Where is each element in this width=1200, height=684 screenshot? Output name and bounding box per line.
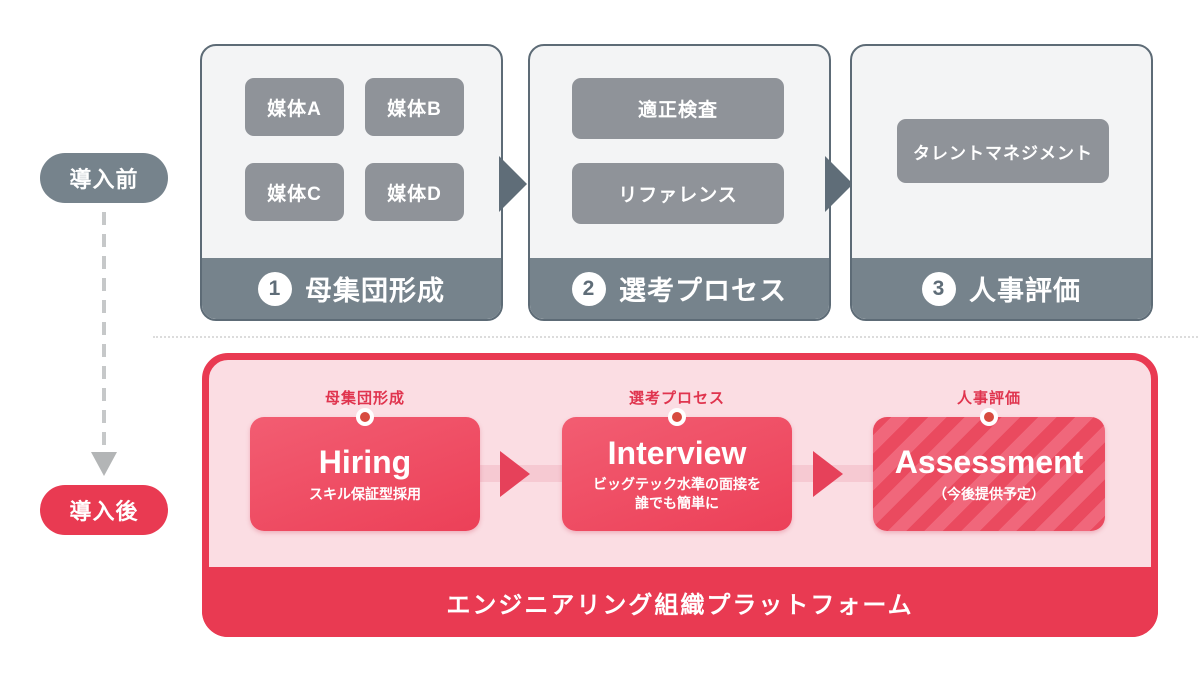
card-footer: 3 人事評価: [852, 258, 1151, 319]
card-body: 媒体A 媒体B 媒体C 媒体D: [202, 46, 501, 258]
category-label-selection: 選考プロセス: [628, 390, 725, 407]
reference-chip: リファレンス: [572, 163, 784, 224]
card-footer: 1 母集団形成: [202, 258, 501, 319]
section-divider: [153, 336, 1198, 338]
arrow-down-icon: [91, 452, 117, 476]
pin-dot-icon: [980, 408, 998, 426]
card-footer: 2 選考プロセス: [530, 258, 829, 319]
before-card-evaluation: タレントマネジメント 3 人事評価: [850, 44, 1153, 321]
step-number-badge: 2: [572, 271, 606, 306]
aptitude-test-chip: 適正検査: [572, 78, 784, 139]
step-number-badge: 1: [258, 271, 292, 306]
category-label-population: 母集団形成: [324, 390, 405, 407]
step-subtitle: スキル保証型採用: [309, 485, 421, 502]
media-d-chip: 媒体D: [365, 163, 464, 221]
step-title: Assessment: [894, 444, 1084, 481]
interview-step-box: Interview ビッグテック水準の面接を 誰でも簡単に: [562, 417, 792, 531]
step-title: Interview: [607, 435, 747, 472]
arrow-right-icon: [500, 451, 530, 497]
step-subtitle-line: 誰でも簡単に: [635, 494, 719, 511]
before-card-selection: 適正検査 リファレンス 2 選考プロセス: [528, 44, 831, 321]
step-title: Hiring: [318, 444, 412, 481]
assessment-step-box: Assessment （今後提供予定）: [873, 417, 1105, 531]
step-subtitle: （今後提供予定）: [933, 485, 1045, 502]
pin-dot-icon: [668, 408, 686, 426]
media-a-chip: 媒体A: [245, 78, 344, 136]
card-body: タレントマネジメント: [852, 46, 1151, 258]
media-b-chip: 媒体B: [365, 78, 464, 136]
step-subtitle-line: ビッグテック水準の面接を: [593, 476, 761, 493]
media-c-chip: 媒体C: [245, 163, 344, 221]
card-title: 母集団形成: [305, 276, 445, 306]
arrow-right-icon: [825, 156, 853, 212]
talent-management-chip: タレントマネジメント: [897, 119, 1109, 183]
card-title: 人事評価: [969, 276, 1081, 306]
step-subtitle: ビッグテック水準の面接を 誰でも簡単に: [593, 475, 761, 511]
hiring-step-box: Hiring スキル保証型採用: [250, 417, 480, 531]
platform-title: エンジニアリング組織プラットフォーム: [446, 591, 914, 619]
arrow-right-icon: [499, 156, 527, 212]
arrow-right-icon: [813, 451, 843, 497]
timeline-dashed-line: [102, 212, 106, 450]
after-pill: 導入後: [40, 485, 168, 535]
category-label-evaluation: 人事評価: [956, 390, 1021, 407]
before-card-population: 媒体A 媒体B 媒体C 媒体D 1 母集団形成: [200, 44, 503, 321]
pin-dot-icon: [356, 408, 374, 426]
step-number-badge: 3: [922, 271, 956, 306]
before-pill: 導入前: [40, 153, 168, 203]
card-body: 適正検査 リファレンス: [530, 46, 829, 258]
card-title: 選考プロセス: [619, 276, 787, 306]
platform-title-bar: エンジニアリング組織プラットフォーム: [202, 567, 1158, 637]
